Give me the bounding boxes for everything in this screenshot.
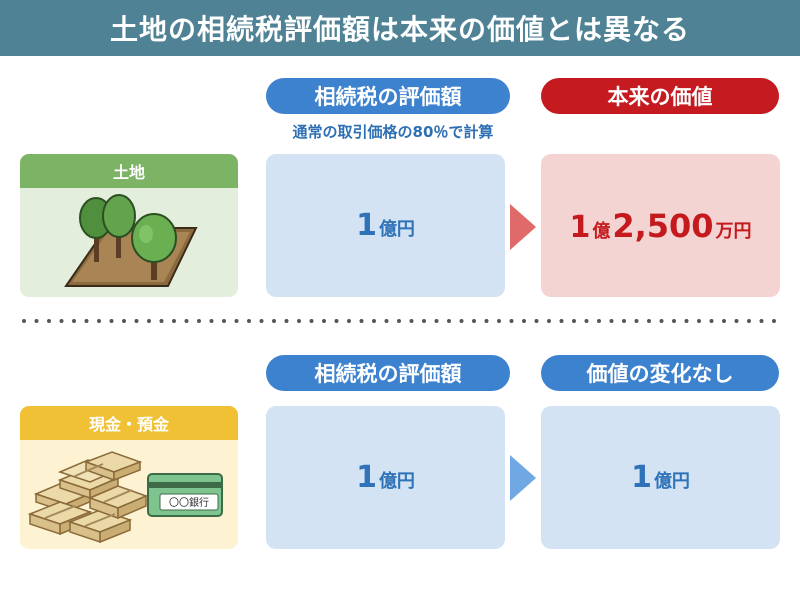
dotted-divider <box>22 319 778 323</box>
land-tax-value-label: 相続税の評価額 <box>266 78 510 114</box>
cash-true-value-label: 価値の変化なし <box>541 355 779 391</box>
land-true-value-box: 1 億 2,500 万円 <box>541 154 780 297</box>
land-tax-amount: 1 億円 <box>356 208 415 243</box>
cash-card-label: 現金・預金 <box>20 406 238 440</box>
page-title: 土地の相続税評価額は本来の価値とは異なる <box>0 0 800 56</box>
land-true-unit-1: 億 <box>592 220 611 242</box>
cash-tax-value-box: 1 億円 <box>266 406 505 549</box>
land-tax-number: 1 <box>356 208 377 243</box>
cash-true-unit: 億円 <box>653 471 690 492</box>
bankbook-icon: 〇〇銀行 <box>147 473 223 517</box>
land-tax-value-box: 1 億円 <box>266 154 505 297</box>
cash-tax-value-label: 相続税の評価額 <box>266 355 510 391</box>
money-bundles-icon <box>27 451 149 544</box>
cash-true-amount: 1 億円 <box>631 460 690 495</box>
cash-tax-number: 1 <box>356 460 377 495</box>
land-true-value-label: 本来の価値 <box>541 78 779 114</box>
bank-name-text: 〇〇銀行 <box>169 496 209 509</box>
land-tax-unit: 億円 <box>378 219 415 240</box>
land-card-label: 土地 <box>20 154 238 188</box>
cash-tax-unit: 億円 <box>378 471 415 492</box>
land-true-unit-2: 万円 <box>715 220 752 242</box>
cash-tax-amount: 1 億円 <box>356 460 415 495</box>
land-true-number-1: 1 <box>569 209 591 245</box>
cash-true-value-box: 1 億円 <box>541 406 780 549</box>
land-card: 土地 <box>20 154 238 297</box>
land-true-number-2: 2,500 <box>612 206 714 245</box>
land-true-amount: 1 億 2,500 万円 <box>569 207 751 245</box>
land-tax-note: 通常の取引価格の80％で計算 <box>292 123 494 141</box>
right-arrow-icon <box>510 204 536 250</box>
cash-true-number: 1 <box>631 460 652 495</box>
trees-on-land-icon <box>64 194 198 287</box>
cash-card: 現金・預金 <box>20 406 238 549</box>
right-arrow-icon <box>510 455 536 501</box>
